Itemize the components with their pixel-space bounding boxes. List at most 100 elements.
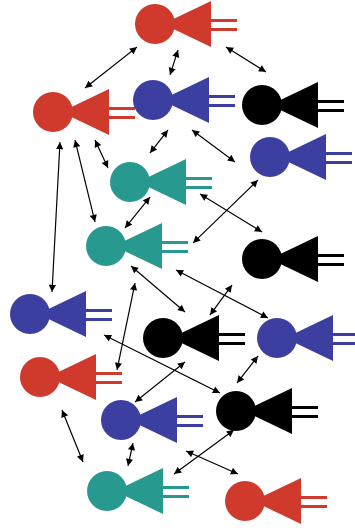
figure-icon-head xyxy=(257,318,297,358)
figure-icon-head xyxy=(242,239,282,279)
figure-icon-prong-2 xyxy=(326,161,352,164)
figure-icon-prong-2 xyxy=(292,415,318,418)
link-red-left-to-teal-middle xyxy=(73,139,97,223)
figure-icon-body xyxy=(115,468,163,514)
node-blue-top xyxy=(133,77,235,123)
link-blue-lower-to-red-bottom-right xyxy=(185,450,239,475)
figure-icon-body xyxy=(270,82,318,128)
node-teal-upper xyxy=(110,159,212,205)
figure-icon-head xyxy=(110,162,150,202)
figure-icon-head xyxy=(133,80,173,120)
figure-icon-head xyxy=(101,400,141,440)
figure-icon-prong-1 xyxy=(86,309,112,312)
link-red-top-to-black-top-right xyxy=(225,46,267,73)
link-blue-top-to-blue-right-top xyxy=(191,129,236,163)
figure-icon-prong-1 xyxy=(209,95,235,98)
link-blue-right-lower-to-black-lower xyxy=(236,355,259,384)
figure-icon-prong-1 xyxy=(109,107,135,110)
figure-icon-prong-2 xyxy=(333,342,355,345)
link-red-top-to-red-left xyxy=(84,46,138,89)
node-red-top xyxy=(135,1,237,47)
figure-icon-prong-2 xyxy=(86,318,112,321)
links-layer xyxy=(48,46,269,475)
figure-icon-body xyxy=(171,315,219,361)
node-teal-middle xyxy=(86,223,188,269)
figure-icon-prong-2 xyxy=(318,263,344,266)
node-black-right-middle xyxy=(242,236,344,282)
figure-icon-prong-1 xyxy=(177,415,203,418)
figure-icon-prong-2 xyxy=(177,424,203,427)
figure-icon-prong-1 xyxy=(333,333,355,336)
figure-icon-prong-1 xyxy=(219,333,245,336)
figure-icon-body xyxy=(285,315,333,361)
figure-icon-head xyxy=(225,481,265,521)
figure-icon-head xyxy=(135,4,175,44)
figure-icon-prong-2 xyxy=(109,116,135,119)
link-blue-top-to-teal-upper xyxy=(149,129,169,154)
figure-icon-body xyxy=(38,291,86,337)
node-red-left xyxy=(33,89,135,135)
link-blue-right-top-to-teal-middle xyxy=(192,179,259,244)
figure-icon-head xyxy=(10,294,50,334)
node-red-bottom-right xyxy=(225,478,327,524)
figure-icon-head xyxy=(87,471,127,511)
node-blue-lower xyxy=(101,397,203,443)
figure-icon-body xyxy=(270,236,318,282)
figure-icon-prong-2 xyxy=(163,495,189,498)
link-black-center-to-blue-lower xyxy=(134,361,186,403)
link-teal-middle-to-blue-right-lower xyxy=(175,269,269,319)
figure-icon-body xyxy=(129,397,177,443)
link-teal-middle-to-black-center xyxy=(130,265,186,313)
figure-icon-prong-1 xyxy=(318,254,344,257)
figure-icon-body xyxy=(138,159,186,205)
figure-icon-body xyxy=(244,388,292,434)
link-teal-upper-to-black-right-middle xyxy=(199,193,263,233)
figure-icon-prong-2 xyxy=(209,104,235,107)
figure-icon-body xyxy=(253,478,301,524)
link-red-left-to-teal-upper xyxy=(94,139,109,169)
link-teal-upper-to-teal-middle xyxy=(124,196,151,229)
figure-icon-head xyxy=(242,85,282,125)
figure-icon-body xyxy=(61,89,109,135)
figure-icon-prong-1 xyxy=(186,177,212,180)
figure-icon-prong-2 xyxy=(96,381,122,384)
figure-icon-body xyxy=(278,134,326,180)
figure-icon-prong-1 xyxy=(162,241,188,244)
figure-icon-prong-2 xyxy=(301,505,327,508)
figure-icon-prong-1 xyxy=(211,19,237,22)
node-blue-right-lower xyxy=(257,315,355,361)
node-blue-left xyxy=(10,291,112,337)
figure-icon-prong-2 xyxy=(186,186,212,189)
figure-icon-prong-2 xyxy=(211,28,237,31)
figure-icon-head xyxy=(33,92,73,132)
figure-icon-prong-1 xyxy=(163,486,189,489)
link-black-lower-to-teal-bottom xyxy=(173,429,235,475)
link-teal-middle-to-blue-lower xyxy=(114,282,138,371)
node-teal-bottom xyxy=(87,468,189,514)
figure-icon-head xyxy=(20,357,60,397)
figure-icon-head xyxy=(250,137,290,177)
node-red-left-lower xyxy=(20,354,122,400)
node-black-center xyxy=(143,315,245,361)
figure-icon-prong-1 xyxy=(292,406,318,409)
link-blue-lower-to-teal-bottom xyxy=(126,442,135,467)
link-red-left-lower-to-teal-bottom xyxy=(61,409,84,463)
figure-icon-prong-2 xyxy=(219,342,245,345)
node-black-top-right xyxy=(242,82,344,128)
figure-icon-body xyxy=(114,223,162,269)
figure-icon-head xyxy=(216,391,256,431)
nodes-layer xyxy=(10,1,355,524)
figure-icon-head xyxy=(143,318,183,358)
link-red-top-to-blue-top xyxy=(168,49,180,76)
figure-icon-prong-1 xyxy=(301,496,327,499)
link-red-left-to-blue-left xyxy=(48,141,64,293)
figure-icon-body xyxy=(163,1,211,47)
figure-icon-head xyxy=(86,226,126,266)
figure-icon-body xyxy=(161,77,209,123)
node-black-lower xyxy=(216,388,318,434)
figure-icon-prong-1 xyxy=(96,372,122,375)
figure-icon-body xyxy=(48,354,96,400)
figure-icon-prong-1 xyxy=(326,152,352,155)
node-blue-right-top xyxy=(250,134,352,180)
